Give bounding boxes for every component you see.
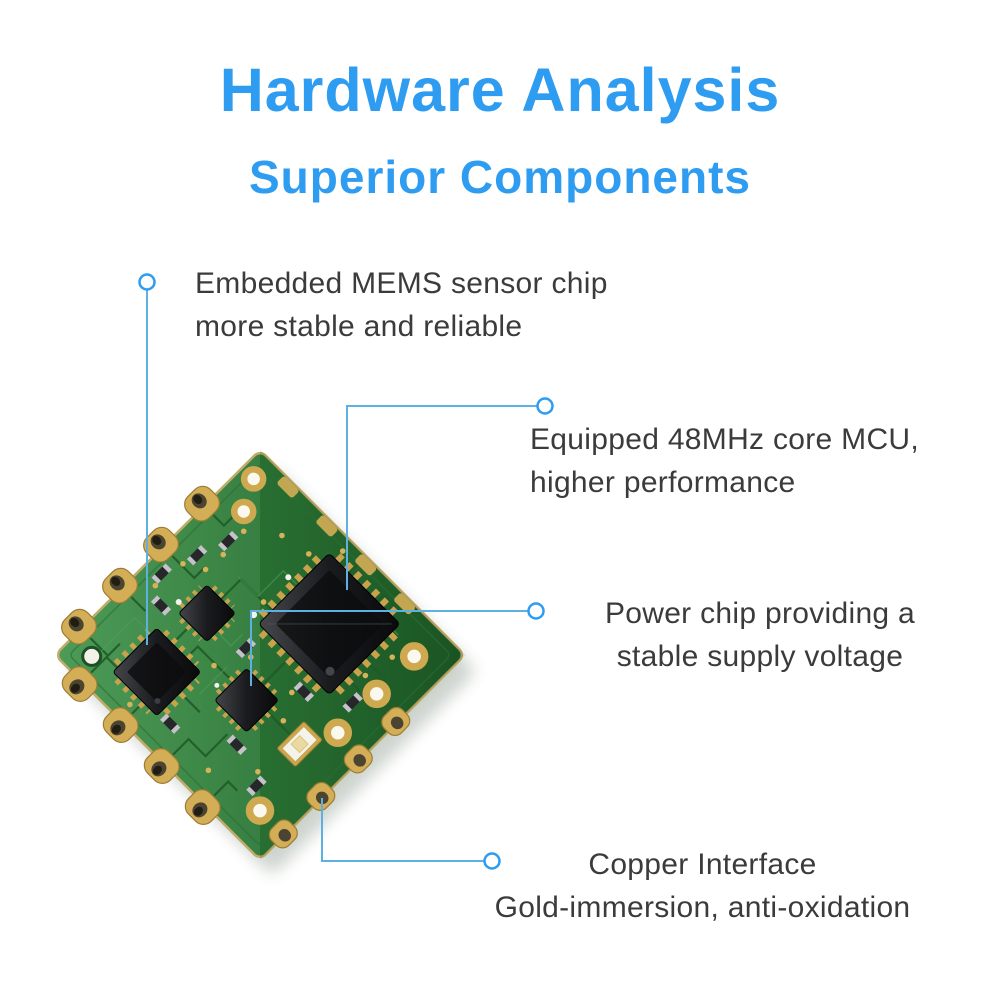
mcu-chip [258, 551, 402, 697]
castellation-pads-left [61, 666, 221, 825]
castellation-pads-top [61, 485, 220, 645]
pcb-board [54, 449, 466, 861]
secondary-chip [179, 585, 235, 642]
callout-mcu-line2: higher performance [530, 466, 796, 499]
mems-sensor-chip [113, 628, 200, 716]
callout-dot-icon [138, 273, 156, 291]
callout-mcu-line1: Equipped 48MHz core MCU, [530, 423, 920, 456]
power-chip [215, 669, 278, 732]
callout-line-mcu [346, 405, 537, 590]
callout-copper-line2: Gold-immersion, anti-oxidation [494, 891, 911, 924]
callout-dot-icon [483, 852, 501, 870]
led-component [277, 721, 322, 767]
mounting-hole [81, 645, 103, 667]
callout-line-copper [321, 798, 484, 862]
callout-markers [138, 273, 554, 870]
callout-copper-line1: Copper Interface [588, 848, 817, 881]
page-subtitle: Superior Components [248, 151, 752, 203]
callout-mcu: Equipped 48MHz core MCU, higher performa… [530, 418, 919, 504]
callout-lines [146, 290, 537, 862]
plated-hole-rings [230, 466, 429, 825]
passive-components [150, 530, 363, 797]
callout-power-line1: Power chip providing a [604, 597, 916, 630]
callout-dot-icon [527, 602, 545, 620]
callout-line-power [250, 610, 528, 686]
callout-mems: Embedded MEMS sensor chip more stable an… [195, 262, 608, 348]
callout-power-line2: stable supply voltage [616, 640, 904, 673]
callout-copper: Copper Interface Gold-immersion, anti-ox… [430, 843, 975, 929]
edge-pads-right [277, 476, 416, 615]
callout-mems-line2: more stable and reliable [195, 310, 523, 343]
copper-interface-pads [268, 706, 411, 849]
callout-mems-line1: Embedded MEMS sensor chip [195, 267, 608, 300]
page-title: Hardware Analysis [219, 56, 781, 124]
callout-power: Power chip providing a stable supply vol… [560, 592, 960, 678]
callout-dot-icon [536, 397, 554, 415]
pcb-traces-dark [89, 508, 409, 797]
